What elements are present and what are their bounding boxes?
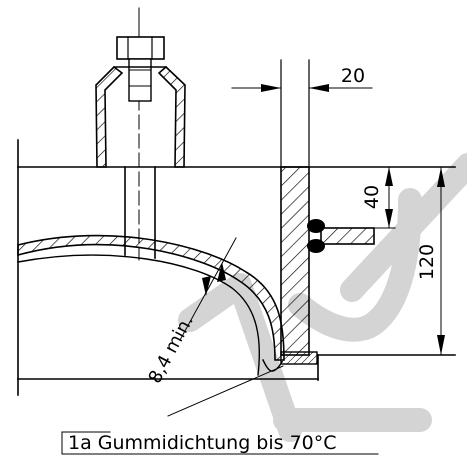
dimension-width-top: 20 bbox=[231, 65, 373, 92]
cap-right bbox=[157, 65, 186, 168]
dim-20-label: 20 bbox=[341, 65, 365, 87]
cap-left bbox=[95, 65, 124, 168]
vessel-outline bbox=[17, 139, 456, 396]
dim-40-label: 40 bbox=[361, 185, 383, 209]
nut-top bbox=[116, 36, 165, 60]
caption-label: 1a Gummidichtung bis 70°C bbox=[68, 432, 337, 454]
watermark bbox=[178, 153, 467, 442]
bolt-assembly bbox=[95, 7, 186, 261]
caption-leader bbox=[61, 365, 379, 455]
ring-weld bbox=[307, 219, 375, 253]
dim-120-label: 120 bbox=[416, 244, 438, 280]
dim-min-label: 8,4 min. bbox=[144, 312, 197, 387]
bolt-shaft bbox=[128, 58, 152, 102]
dimension-height-small: 40 bbox=[361, 166, 396, 229]
dimension-height-large: 120 bbox=[416, 166, 445, 356]
flange-wall bbox=[262, 59, 318, 372]
seal-strip bbox=[280, 351, 318, 365]
